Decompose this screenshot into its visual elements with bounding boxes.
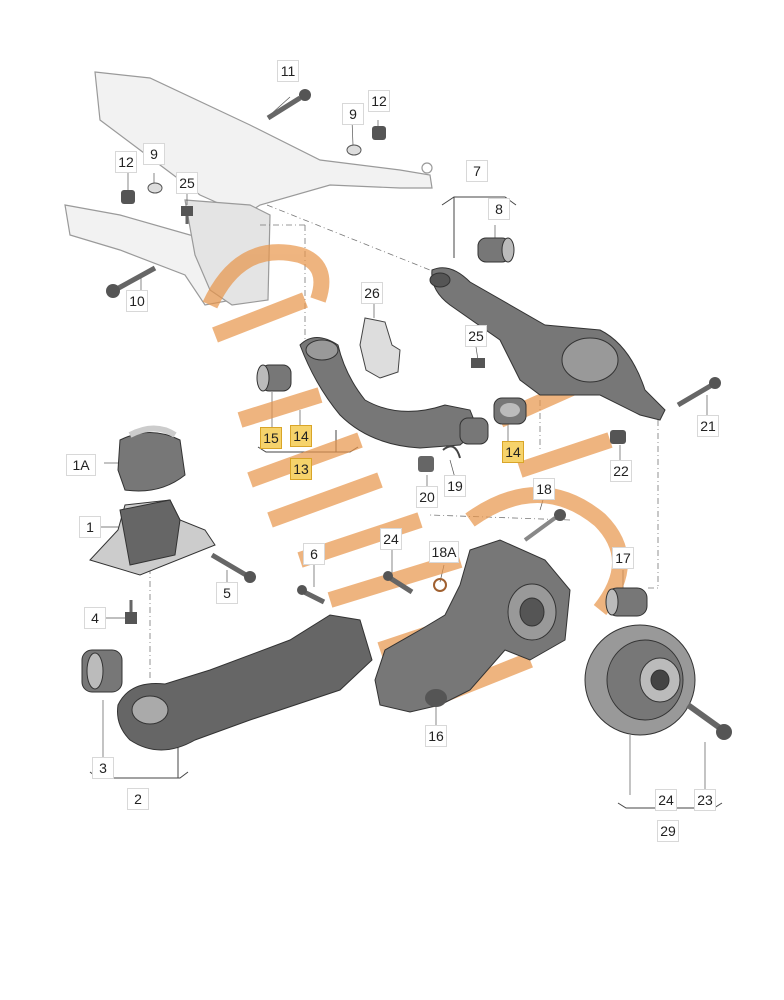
- lower-control-arm-7: [429, 267, 666, 421]
- callout-8: 8: [488, 198, 510, 220]
- callout-17: 17: [612, 547, 634, 569]
- callout-4: 4: [84, 607, 106, 629]
- bolt-5: [210, 552, 256, 583]
- callout-22: 22: [610, 460, 632, 482]
- nut-12-top: [372, 126, 386, 140]
- callout-15: 15: [260, 427, 282, 449]
- seal-ring-18A: [433, 578, 447, 592]
- hub-bolt-23: [686, 702, 732, 740]
- bushing-8: [477, 237, 515, 263]
- bushing-3: [81, 649, 123, 693]
- mount-cap-1A: [117, 425, 186, 492]
- callout-21: 21: [697, 415, 719, 437]
- callout-24: 24: [380, 528, 402, 550]
- callout-18A: 18A: [429, 541, 459, 563]
- nut-20: [418, 456, 434, 472]
- clip-19: [442, 445, 461, 459]
- wheel-knuckle: [374, 539, 571, 713]
- callout-12: 12: [368, 90, 390, 112]
- callout-18: 18: [533, 478, 555, 500]
- callout-11: 11: [277, 60, 299, 82]
- bolt-10: [106, 265, 157, 298]
- callout-24: 24: [655, 789, 677, 811]
- bushing-15: [256, 364, 292, 392]
- bushing-16: [425, 689, 447, 707]
- callout-1: 1: [79, 516, 101, 538]
- callout-20: 20: [416, 486, 438, 508]
- screw-4: [125, 600, 137, 624]
- bolt-11: [266, 89, 311, 121]
- screw-25-left: [181, 206, 193, 224]
- trailing-arm-2: [117, 614, 373, 751]
- bolt-24: [383, 571, 414, 595]
- nut-12-left: [121, 190, 135, 204]
- callout-6: 6: [303, 543, 325, 565]
- callout-23: 23: [694, 789, 716, 811]
- callout-25: 25: [176, 172, 198, 194]
- callout-12: 12: [115, 151, 137, 173]
- wheel-hub-29: [584, 624, 696, 736]
- washer-9-left: [147, 182, 163, 194]
- nut-22: [610, 430, 626, 444]
- washer-9-top: [346, 144, 362, 156]
- callout-9: 9: [143, 143, 165, 165]
- callout-5: 5: [216, 582, 238, 604]
- callout-16: 16: [425, 725, 447, 747]
- callout-1A: 1A: [66, 454, 96, 476]
- callout-14: 14: [502, 441, 524, 463]
- callout-14: 14: [290, 425, 312, 447]
- bushing-14-outer: [493, 397, 527, 425]
- callout-7: 7: [466, 160, 488, 182]
- callout-29: 29: [657, 820, 679, 842]
- bushing-17: [605, 587, 648, 617]
- screw-25-right: [471, 358, 485, 368]
- bushing-14-inner: [459, 417, 489, 445]
- bolt-18: [523, 509, 566, 542]
- callout-9: 9: [342, 103, 364, 125]
- callout-26: 26: [361, 282, 383, 304]
- bracket-26: [359, 317, 401, 379]
- mount-1: [89, 499, 216, 576]
- bolt-21: [676, 377, 721, 408]
- callout-10: 10: [126, 290, 148, 312]
- callout-2: 2: [127, 788, 149, 810]
- callout-25: 25: [465, 325, 487, 347]
- assembly-lines: [149, 204, 660, 680]
- callout-13: 13: [290, 458, 312, 480]
- callout-3: 3: [92, 757, 114, 779]
- upper-control-arm-13: [299, 337, 479, 449]
- bolt-6: [297, 585, 326, 605]
- callout-19: 19: [444, 475, 466, 497]
